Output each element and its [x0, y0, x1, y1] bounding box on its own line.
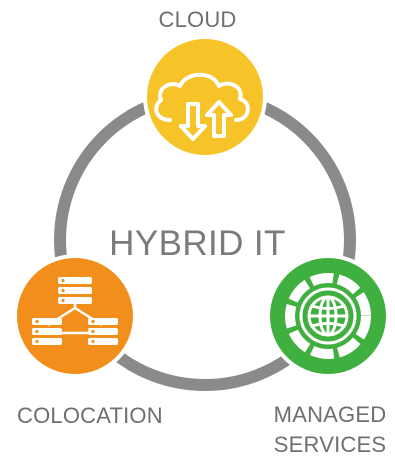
cloud-node[interactable] — [143, 35, 267, 159]
diagram-title: HYBRID IT — [109, 224, 286, 263]
managed-services-node[interactable] — [266, 254, 390, 378]
managed-services-label-line2: SERVICES — [273, 432, 387, 457]
globe-gear-icon — [285, 273, 371, 359]
managed-services-label: MANAGED SERVICES — [265, 400, 395, 460]
server-network-icon — [32, 277, 118, 345]
managed-services-label-line1: MANAGED — [273, 402, 387, 427]
cloud-sync-icon — [154, 72, 250, 141]
colocation-node[interactable] — [13, 254, 137, 378]
colocation-label: COLOCATION — [17, 403, 163, 428]
cloud-label: CLOUD — [158, 7, 237, 32]
